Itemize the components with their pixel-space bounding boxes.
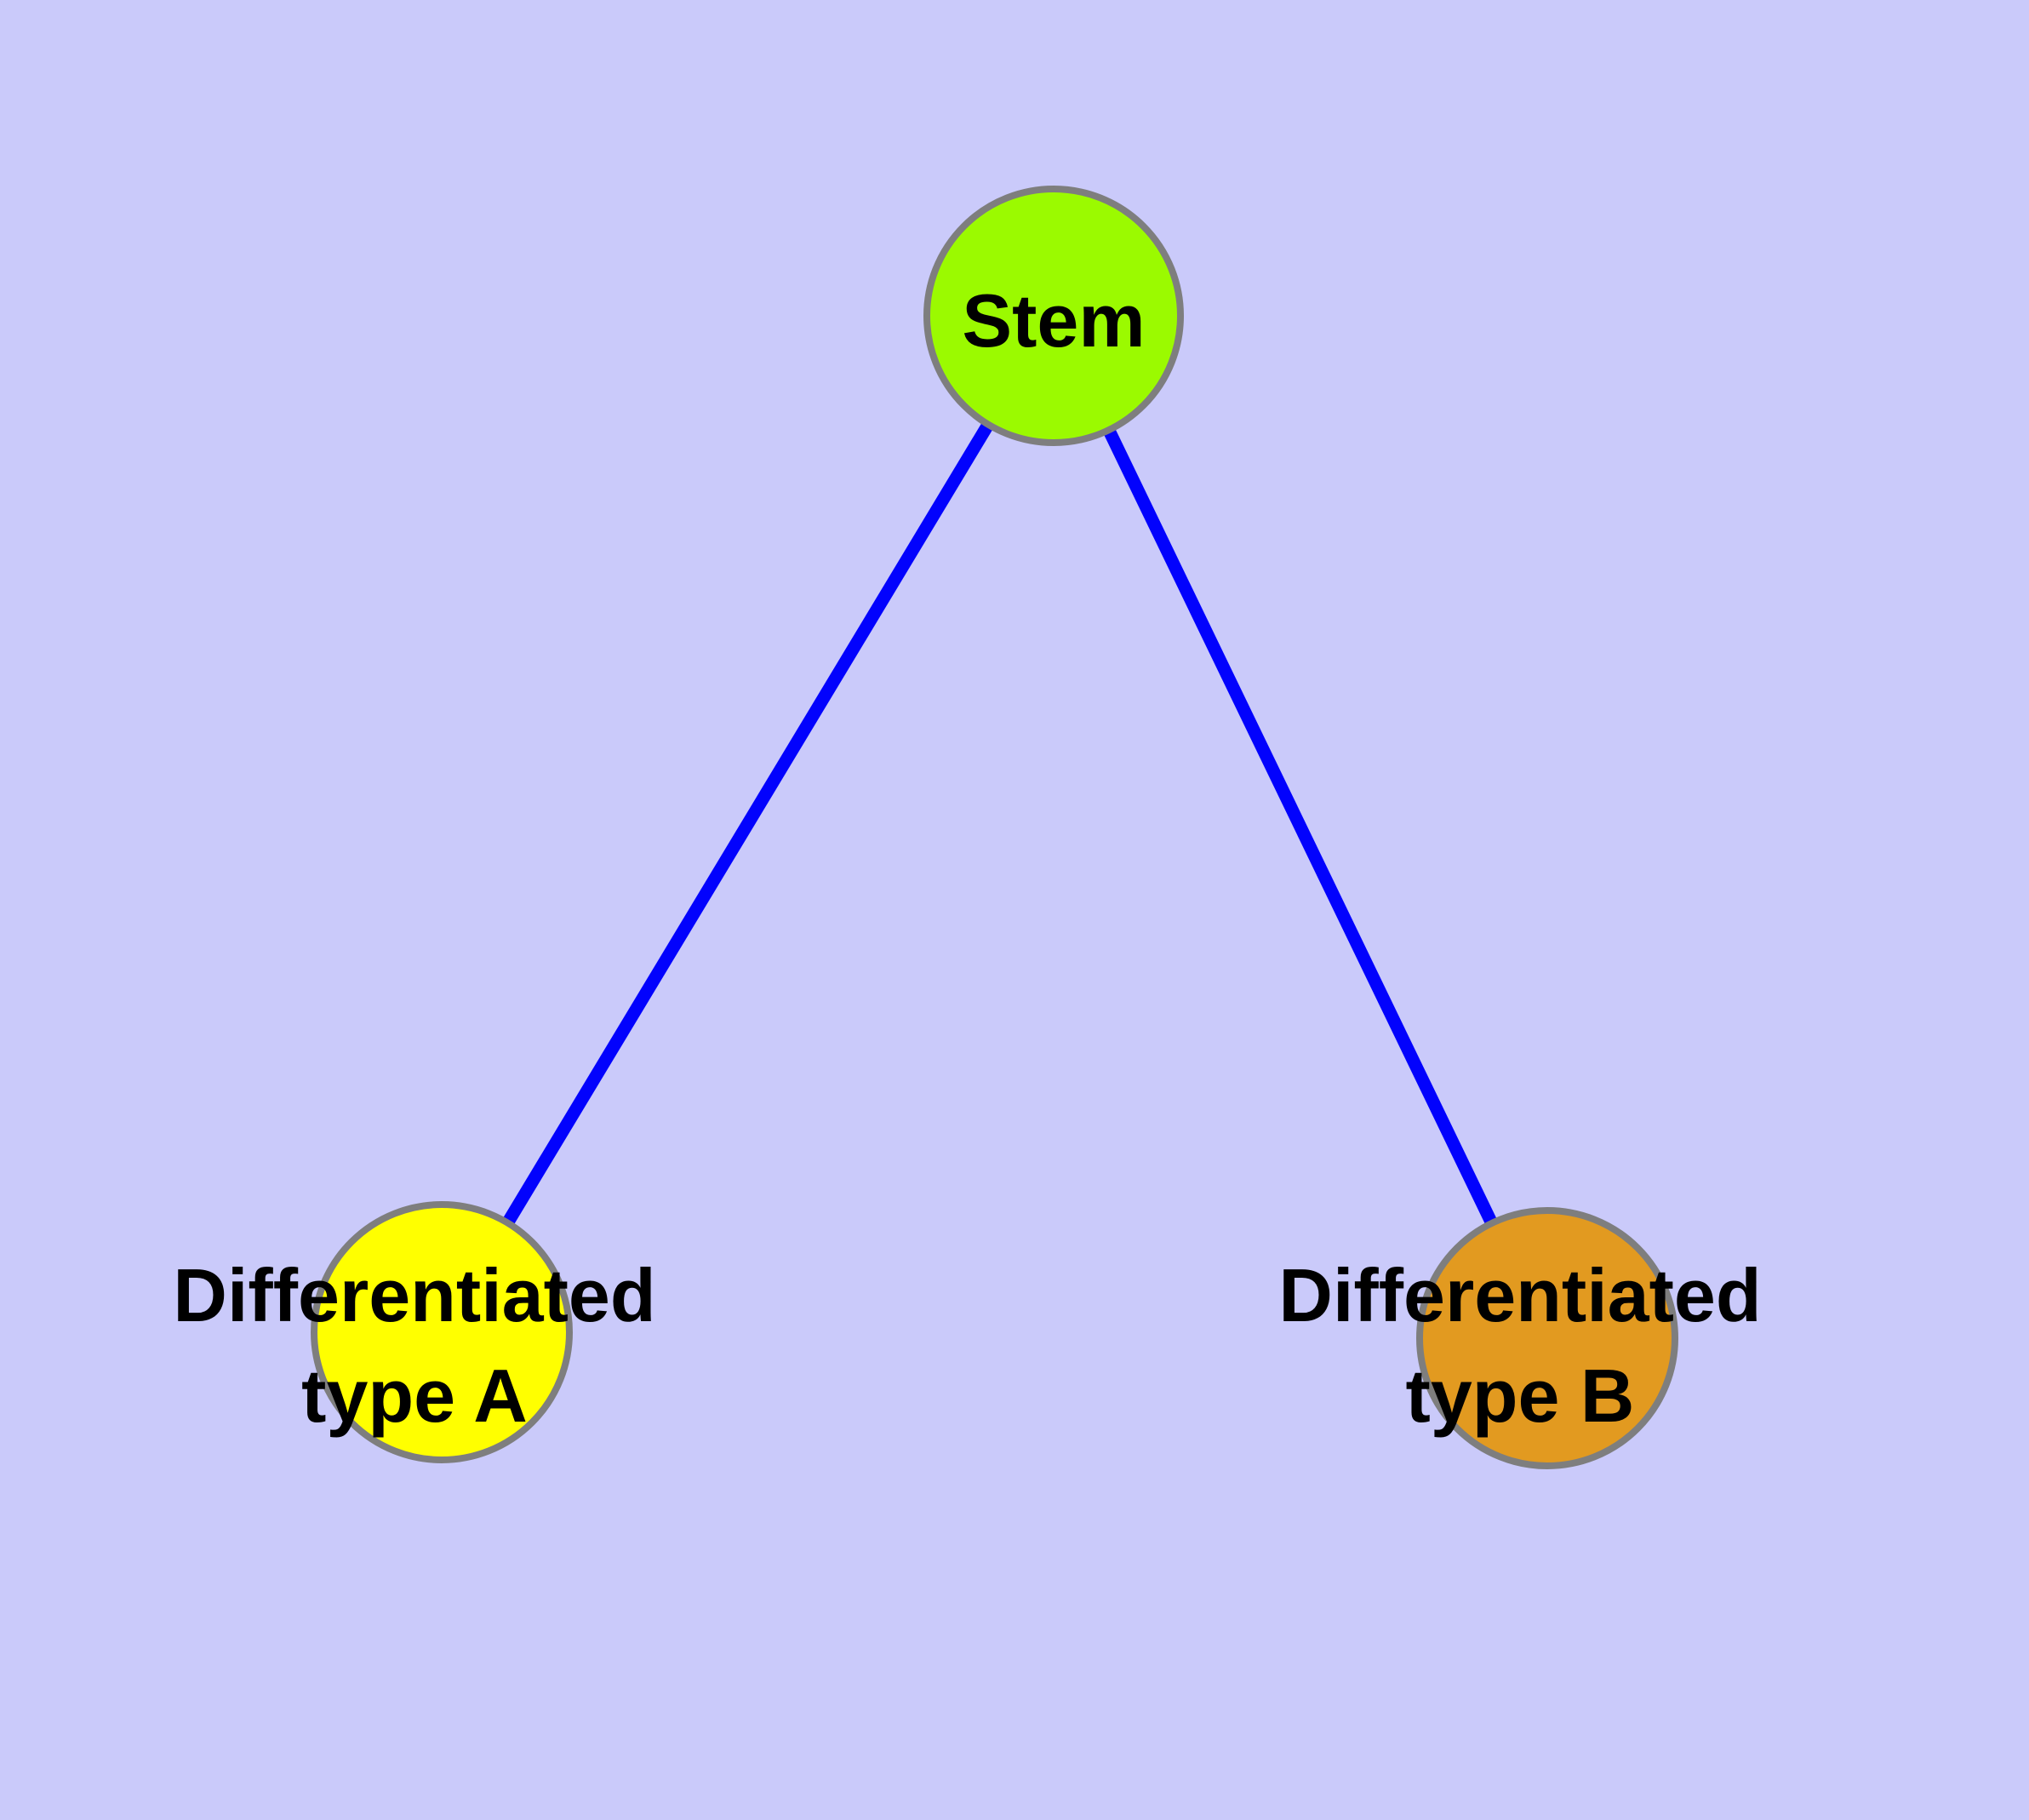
node-type-a-label-line1: Differentiated [173, 1253, 655, 1337]
edge-stem-to-type-a [436, 312, 1060, 1336]
node-stem [923, 186, 1184, 446]
node-stem-label: Stem [962, 278, 1145, 363]
node-differentiated-type-b [1416, 1207, 1678, 1469]
node-type-a-label-line2: type A [301, 1354, 528, 1438]
node-type-b-label-line1: Differentiated [1278, 1253, 1761, 1337]
node-differentiated-type-a [311, 1201, 573, 1463]
edge-stem-to-type-b [1048, 312, 1553, 1342]
node-type-b-label-line2: type B [1406, 1354, 1635, 1438]
